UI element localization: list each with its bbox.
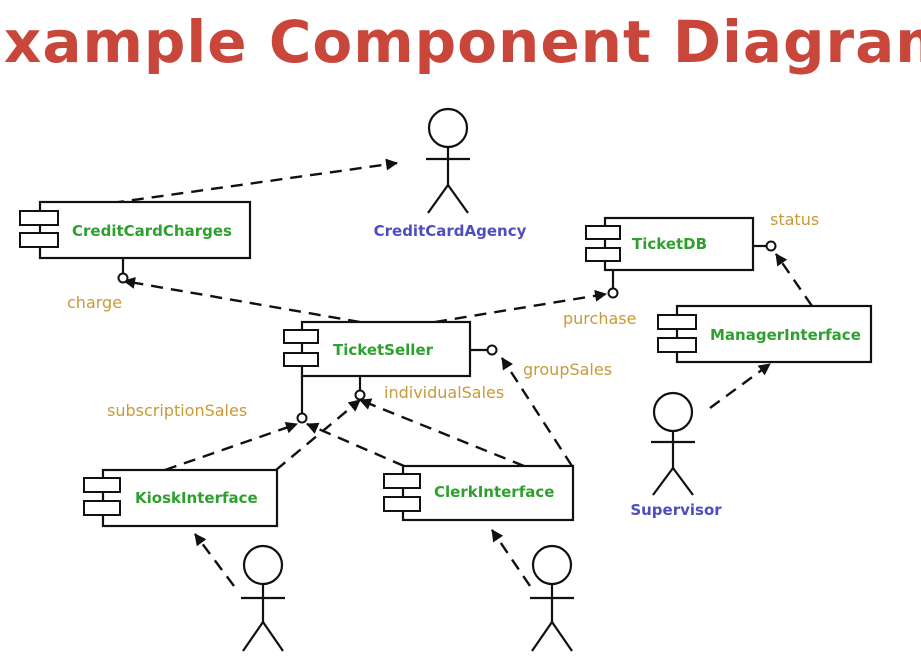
interface-label-charge: charge [67, 293, 122, 312]
interface-label-subscriptionsales: subscriptionSales [107, 401, 247, 420]
component-ticketseller: TicketSeller [283, 320, 472, 378]
interfaces [117, 240, 777, 424]
dependencies [111, 158, 813, 587]
component-box [38, 200, 252, 260]
dependency-ticketseller-to-charge [123, 276, 361, 324]
dependency-manager-to-status [775, 253, 813, 307]
purchase-lollipop [607, 287, 619, 299]
interface-label-purchase: purchase [563, 309, 636, 328]
groupsales-lollipop [486, 344, 498, 356]
component-tab-icon [657, 314, 697, 330]
component-tab-icon [283, 352, 319, 367]
actor-label: CreditCardAgency [374, 222, 527, 240]
dependency-ticketseller-to-purchase [434, 289, 607, 324]
dependency-clerk-to-individualsales [359, 398, 525, 468]
component-tab-icon [283, 329, 319, 344]
component-box [101, 468, 279, 528]
dependency-clerk-to-subscriptionsales [306, 422, 405, 468]
dependency-creditcardcharges-to-agency [111, 158, 398, 205]
dependency-customer-to-kiosk [194, 533, 235, 587]
component-label: TicketSeller [333, 341, 434, 359]
individualsales-lollipop [354, 389, 366, 401]
subscriptionsales-lollipop [296, 412, 308, 424]
status-lollipop [765, 240, 777, 252]
component-managerinterface: ManagerInterface [657, 304, 873, 364]
dependency-clerk-actor-to-clerk [491, 529, 531, 587]
component-box [401, 464, 575, 522]
component-label: ClerkInterface [434, 483, 554, 501]
stick-figure-icon [530, 544, 574, 652]
component-tab-icon [585, 247, 621, 262]
dependency-kiosk-to-individualsales [275, 399, 361, 471]
actor-creditcardagency: CreditCardAgency [374, 107, 527, 240]
component-tab-icon [19, 232, 59, 248]
component-box [300, 320, 472, 378]
interface-label-status: status [770, 210, 819, 229]
component-ticketdb: TicketDB [585, 216, 755, 272]
stick-figure-icon [241, 544, 285, 652]
component-tab-icon [19, 210, 59, 226]
component-box [675, 304, 873, 364]
stick-figure-icon [426, 107, 470, 214]
diagram-title: Example Component Diagram [0, 8, 921, 76]
component-label: ManagerInterface [710, 326, 861, 344]
component-label: CreditCardCharges [72, 222, 232, 240]
actor-customer [241, 544, 285, 652]
dependency-clerk-to-groupsales [500, 357, 574, 467]
component-tab-icon [83, 477, 121, 493]
component-tab-icon [585, 225, 621, 240]
component-clerkinterface: ClerkInterface [383, 464, 575, 522]
charge-lollipop [117, 272, 129, 284]
stick-figure-icon [651, 391, 695, 496]
component-tab-icon [383, 496, 421, 512]
component-kioskinterface: KioskInterface [83, 468, 279, 528]
actor-supervisor: Supervisor [630, 391, 722, 519]
dependency-supervisor-to-manager [709, 363, 771, 409]
actor-clerk [530, 544, 574, 652]
component-label: KioskInterface [135, 489, 258, 507]
component-tab-icon [657, 337, 697, 353]
actor-label: Supervisor [630, 501, 722, 519]
component-creditcardcharges: CreditCardCharges [19, 200, 252, 260]
interface-label-groupsales: groupSales [523, 360, 612, 379]
component-label: TicketDB [632, 235, 707, 253]
component-tab-icon [83, 500, 121, 516]
component-tab-icon [383, 473, 421, 489]
dependency-kiosk-to-subscriptionsales [164, 421, 298, 472]
component-box [603, 216, 755, 272]
interface-label-individualsales: individualSales [384, 383, 504, 402]
